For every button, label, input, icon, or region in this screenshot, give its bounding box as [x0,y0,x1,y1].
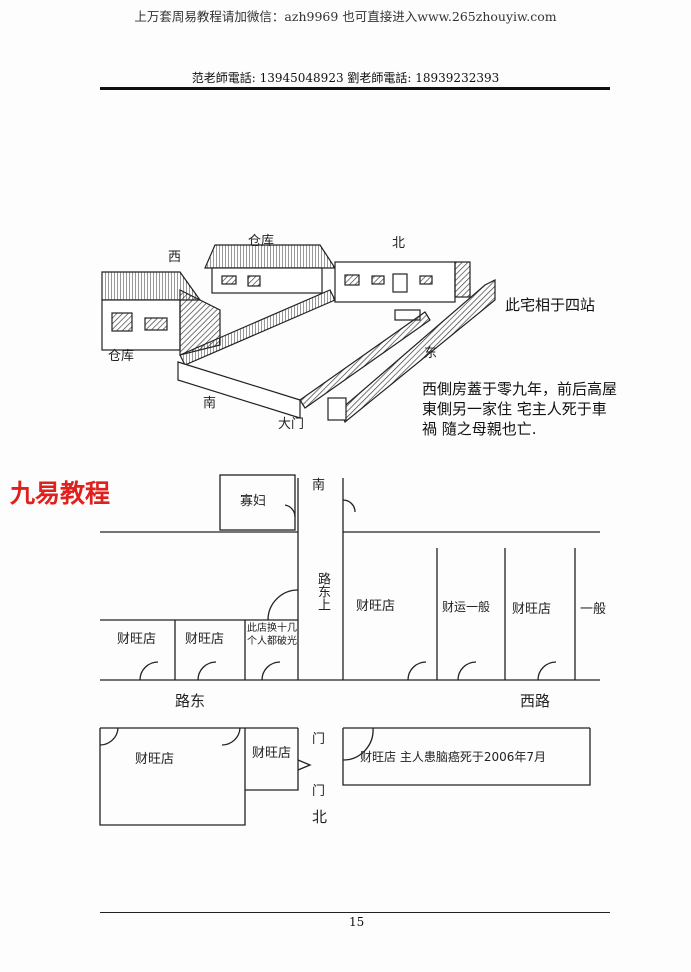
promo-banner: 上万套周易教程请加微信：azh9969 也可直接进入www.265zhouyiw… [134,9,557,24]
shop-label: 财运一般 [442,600,491,614]
note-line-1: 西側房蓋于零九年，前后高屋 [422,380,618,398]
note-line-3: 禍 隨之母親也亡. [422,420,537,438]
shop-label: 此店换十几个人都破光 [247,623,297,647]
page-number: 15 [349,915,365,929]
shop-label: 一般 [580,602,607,617]
street-vertical-label: 路东上 [315,572,330,611]
road-west-label: 西路 [520,692,551,710]
label-west: 西 [168,250,182,265]
road-east-label: 路东 [175,692,206,710]
label-warehouse-left: 仓库 [108,349,135,364]
shop-label: 财旺店 [135,752,175,767]
shop-label: 财旺店 [185,632,225,647]
footer-divider [100,912,610,913]
label-east: 东 [424,346,438,361]
label-south: 南 [203,396,217,411]
door-label: 门 [312,732,326,747]
shop-label: 财旺店 [356,599,396,614]
shop-label: 财旺店 [117,632,157,647]
note-line-2: 東側另一家住 宅主人死于車 [422,400,607,418]
label-north: 北 [392,236,406,251]
note-station: 此宅相于四站 [505,296,596,314]
shop-label: 财旺店 [512,602,552,617]
south-label: 南 [312,478,326,493]
shop-label: 财旺店 主人患脑癌死于2006年7月 [360,750,546,764]
widow-label: 寡妇 [240,494,267,509]
label-gate: 大门 [278,417,305,432]
door-label: 门 [312,784,326,799]
shop-label: 财旺店 [252,746,292,761]
header-divider [100,87,610,90]
north-label: 北 [312,808,328,826]
label-warehouse-top: 仓库 [248,234,275,249]
watermark: 九易教程 [10,479,111,508]
contact-phones: 范老師電話: 13945048923 劉老師電話: 18939232393 [191,71,500,85]
